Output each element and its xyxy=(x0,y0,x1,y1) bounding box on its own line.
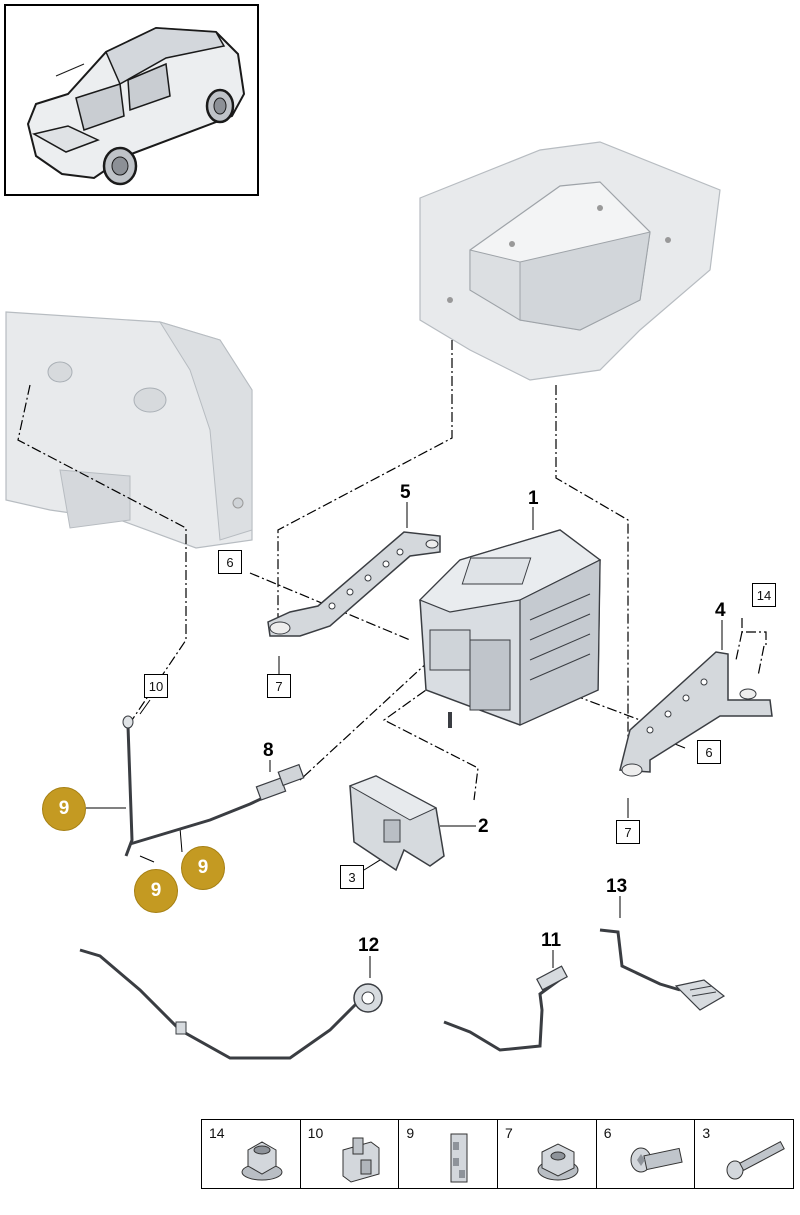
ref-box-3: 3 xyxy=(340,865,364,889)
ref-box-14: 14 xyxy=(752,583,776,607)
part-11-ground-strap[interactable] xyxy=(443,965,568,1052)
hardware-cell-7[interactable]: 7 xyxy=(498,1120,597,1188)
part-13-strap[interactable] xyxy=(599,928,726,1011)
part-2-holder[interactable] xyxy=(348,775,445,872)
ref-box-10: 10 xyxy=(144,674,168,698)
body-floor-section-left xyxy=(5,311,253,549)
part-label-4: 4 xyxy=(715,600,726,621)
label-tick-lines xyxy=(86,502,723,978)
body-floor-section-upper xyxy=(419,141,721,381)
part-label-5: 5 xyxy=(400,482,411,503)
hex-nut-icon xyxy=(537,1143,579,1181)
cable-holder-icon xyxy=(450,1133,468,1183)
callout-9-upper[interactable]: 9 xyxy=(42,787,86,831)
part-label-11: 11 xyxy=(541,930,562,951)
part-label-1: 1 xyxy=(528,488,539,509)
part-label-8: 8 xyxy=(263,740,274,761)
hardware-cell-6[interactable]: 6 xyxy=(597,1120,696,1188)
cable-clip-icon xyxy=(342,1137,380,1183)
torx-bolt-icon xyxy=(630,1147,683,1173)
hardware-cell-3[interactable]: 3 xyxy=(695,1120,793,1188)
car-overview-icon xyxy=(26,26,246,186)
hardware-number: 7 xyxy=(505,1125,513,1141)
ref-box-7-right: 7 xyxy=(616,820,640,844)
ref-box-7: 7 xyxy=(267,674,291,698)
hardware-cell-9[interactable]: 9 xyxy=(399,1120,499,1188)
vehicle-overview-panel xyxy=(4,4,259,196)
hardware-number: 3 xyxy=(702,1125,711,1141)
flange-nut-icon xyxy=(241,1141,283,1181)
part-5-bracket[interactable] xyxy=(267,531,441,637)
ref-box-6: 6 xyxy=(218,550,242,574)
part-label-12: 12 xyxy=(358,935,380,956)
part-1-control-unit[interactable] xyxy=(418,529,602,728)
part-label-2: 2 xyxy=(478,816,489,837)
part-12-cable[interactable] xyxy=(79,948,383,1060)
hardware-number: 6 xyxy=(603,1125,612,1141)
hardware-legend-table: 14 10 9 7 6 xyxy=(201,1119,794,1189)
hardware-cell-10[interactable]: 10 xyxy=(301,1120,400,1188)
part-label-13: 13 xyxy=(606,876,628,897)
hardware-cell-14[interactable]: 14 xyxy=(202,1120,301,1188)
hardware-number: 9 xyxy=(406,1125,415,1141)
hardware-number: 14 xyxy=(209,1125,225,1141)
long-screw-icon xyxy=(726,1140,786,1180)
ref-box-6-right: 6 xyxy=(697,740,721,764)
part-8-wiring-harness[interactable] xyxy=(122,715,305,857)
hardware-number: 10 xyxy=(307,1125,324,1141)
callout-9-right[interactable]: 9 xyxy=(181,846,225,890)
callout-9-lower[interactable]: 9 xyxy=(134,869,178,913)
part-4-bracket[interactable] xyxy=(619,651,773,777)
